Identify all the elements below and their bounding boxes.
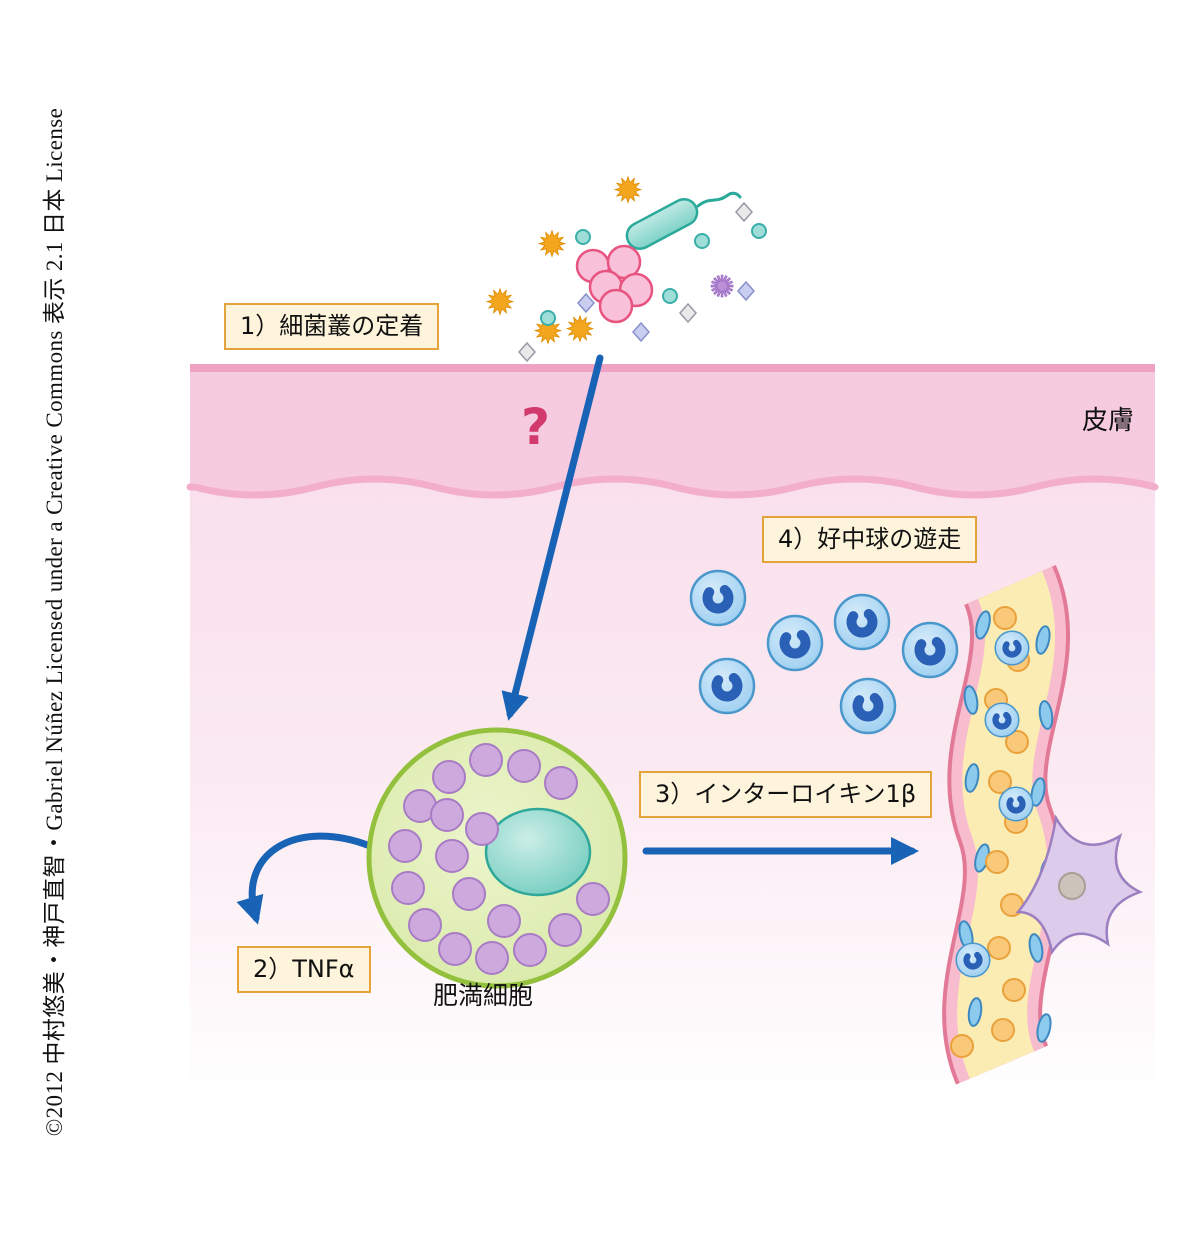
- mast-cell: [366, 727, 628, 989]
- skin-label: 皮膚: [1082, 406, 1135, 436]
- label-step2-tnf-alpha: 2）TNFα: [237, 946, 371, 993]
- tnf-arrow: [236, 832, 374, 925]
- blood-vessel: [942, 565, 1070, 1085]
- bacteria-cluster: [485, 170, 767, 362]
- dendritic-cell: [1015, 814, 1144, 956]
- mast-cell-label: 肥満細胞: [432, 981, 533, 1010]
- mast-cell-nucleus: [484, 807, 592, 897]
- dendritic-cell-nucleus: [1058, 872, 1086, 900]
- skin-surface-line: [190, 364, 1155, 372]
- label-step4-neutrophil-migration: 4）好中球の遊走: [762, 516, 978, 563]
- rod-bacterium: [625, 191, 742, 250]
- cocci-cluster: [575, 244, 654, 324]
- label-step1-bacteria-colonization: 1）細菌叢の定着: [224, 303, 440, 350]
- copyright-vertical-text: ©2012 中村悠美・神戸直智・Gabriel Núñez Licensed u…: [42, 107, 67, 1137]
- arrows: [236, 354, 919, 925]
- dermis-wave-line: [186, 475, 1159, 499]
- question-mark: ?: [521, 398, 551, 456]
- entry-arrow: [501, 354, 604, 721]
- epidermis-band: [190, 368, 1155, 495]
- flagellum: [696, 191, 742, 208]
- label-step3-interleukin-1b: 3）インターロイキン1β: [639, 771, 933, 818]
